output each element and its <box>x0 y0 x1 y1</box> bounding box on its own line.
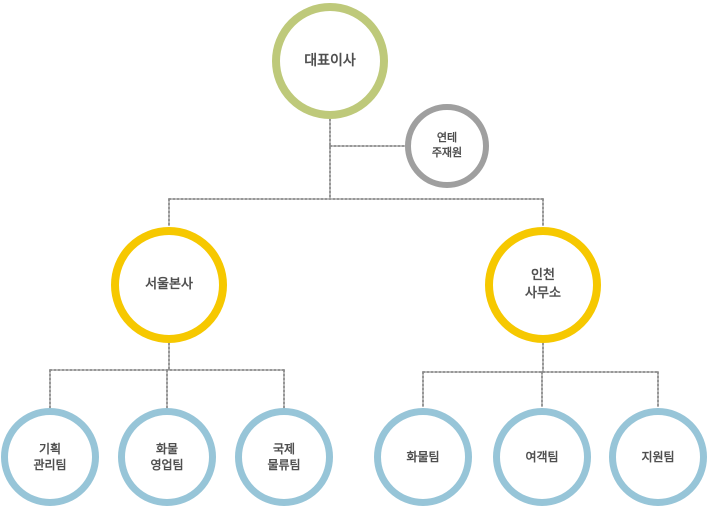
team-node-3: 국제 물류팀 <box>235 408 333 506</box>
auxiliary-node: 연테 주재원 <box>405 104 489 188</box>
ceo-node: 대표이사 <box>272 3 388 119</box>
team-node-5: 여객팀 <box>493 408 591 506</box>
team-label-4: 화물팀 <box>406 449 440 464</box>
left-branch-node: 서울본사 <box>111 227 227 343</box>
team-label-2: 화물 영업팀 <box>150 441 184 472</box>
left-branch-label: 서울본사 <box>145 277 193 293</box>
team-node-4: 화물팀 <box>374 408 472 506</box>
team-label-1: 기획 관리팀 <box>33 441 67 472</box>
connector-lines <box>49 118 659 409</box>
team-node-2: 화물 영업팀 <box>118 408 216 506</box>
auxiliary-label: 연테 주재원 <box>431 131 463 159</box>
team-label-5: 여객팀 <box>525 449 559 464</box>
team-node-6: 지원팀 <box>609 408 707 506</box>
right-branch-node: 인천 사무소 <box>485 227 601 343</box>
team-node-1: 기획 관리팀 <box>1 408 99 506</box>
team-label-3: 국제 물류팀 <box>267 441 301 472</box>
team-label-6: 지원팀 <box>641 449 675 464</box>
right-branch-label: 인천 사무소 <box>525 268 561 301</box>
ceo-label: 대표이사 <box>304 52 356 69</box>
